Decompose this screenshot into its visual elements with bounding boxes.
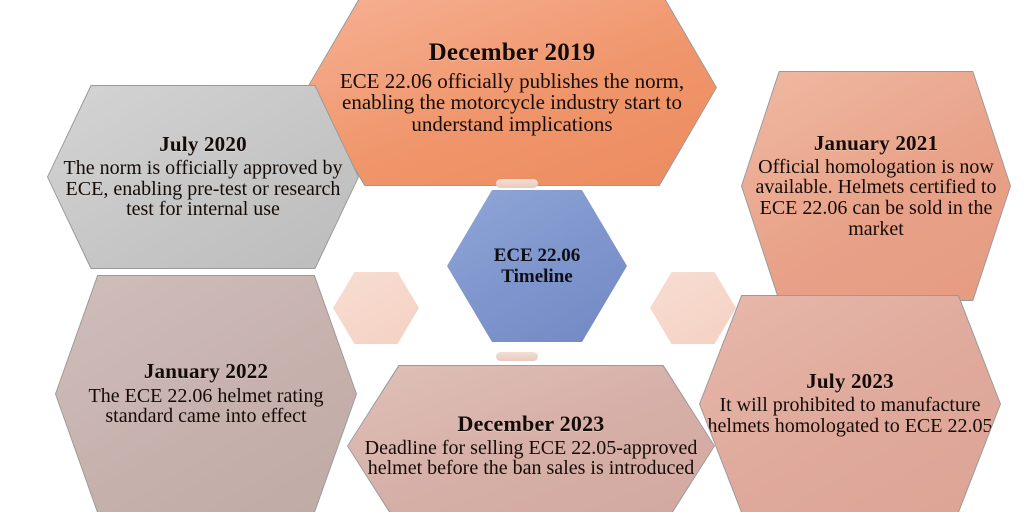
node-date-jul2020: July 2020 [159, 132, 247, 157]
decorative-hexagon-right [650, 272, 736, 344]
node-body-dec2019: ECE 22.06 officially publishes the norm,… [339, 68, 685, 136]
node-date-jan2022: January 2022 [143, 358, 269, 383]
node-body-jul2023: It will prohibited to manufacture helmet… [707, 394, 993, 437]
timeline-hub[interactable]: ECE 22.06 Timeline [447, 190, 627, 342]
node-date-dec2019: December 2019 [428, 38, 596, 66]
hub-title-line2: Timeline [501, 266, 573, 287]
node-date-jul2023: July 2023 [806, 369, 894, 394]
node-date-jan2021: January 2021 [813, 130, 939, 155]
timeline-node-jul2020[interactable]: July 2020 The norm is officially approve… [48, 86, 358, 268]
hub-title-line1: ECE 22.06 [493, 244, 581, 266]
timeline-node-dec2019[interactable]: December 2019 ECE 22.06 officially publi… [308, 0, 716, 185]
timeline-node-jul2023[interactable]: July 2023 It will prohibited to manufact… [700, 296, 1000, 512]
connector-nub-top [496, 179, 538, 188]
timeline-node-jan2022[interactable]: January 2022 The ECE 22.06 helmet rating… [56, 276, 356, 512]
node-date-dec2023: December 2023 [457, 410, 605, 436]
timeline-node-jan2021[interactable]: January 2021 Official homologation is no… [742, 72, 1010, 300]
connector-nub-bottom [496, 352, 538, 361]
timeline-node-dec2023[interactable]: December 2023 Deadline for selling ECE 2… [348, 366, 714, 512]
node-body-jan2021: Official homologation is now available. … [755, 155, 997, 240]
node-body-dec2023: Deadline for selling ECE 22.05-approved … [364, 436, 698, 480]
node-body-jan2022: The ECE 22.06 helmet rating standard cam… [88, 384, 324, 428]
node-body-jul2020: The norm is officially approved by ECE, … [63, 157, 343, 221]
decorative-hexagon-left [333, 272, 419, 344]
